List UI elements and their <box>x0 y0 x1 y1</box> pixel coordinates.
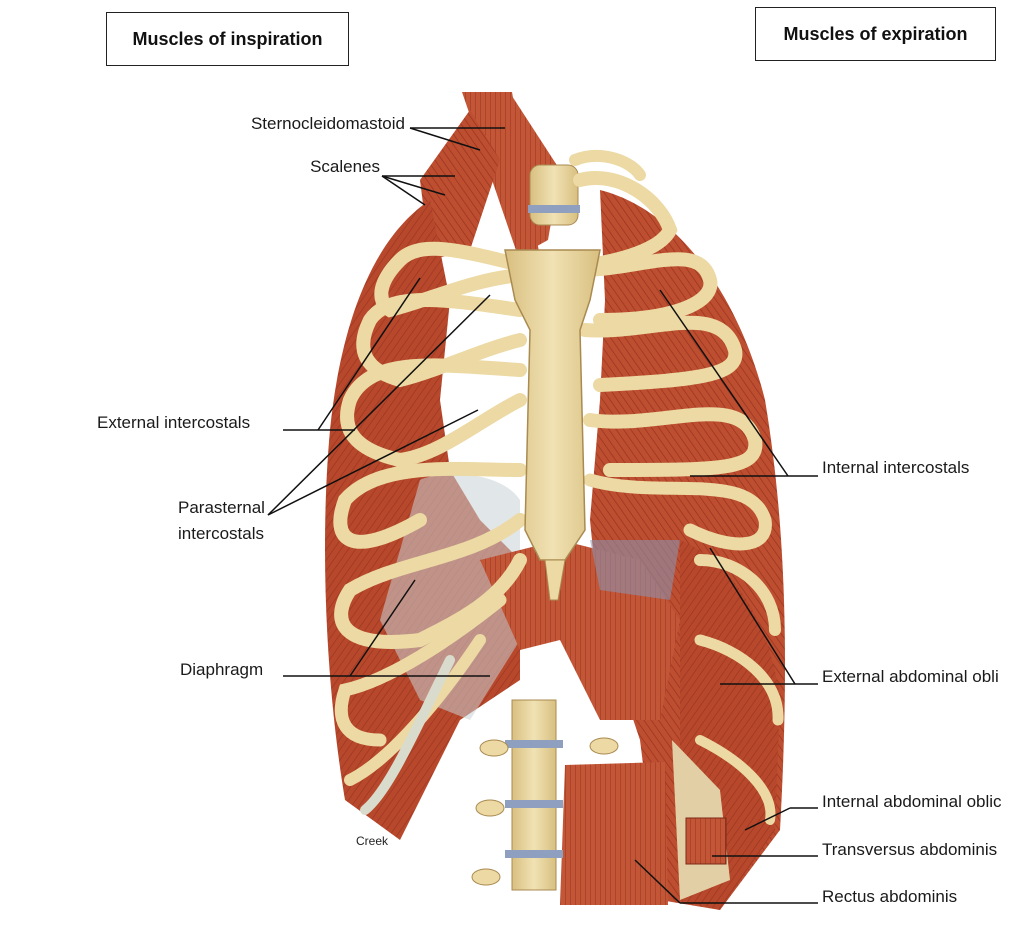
left-ribs <box>333 241 527 815</box>
right-ribs <box>573 171 784 825</box>
sternum <box>504 150 646 601</box>
label-sternocleidomastoid: Sternocleidomastoid <box>250 114 405 133</box>
leader-lines <box>267 127 818 904</box>
illustrator-credit: Creek <box>356 834 389 848</box>
leader-external-oblique-2 <box>709 547 796 685</box>
label-scalenes: Scalenes <box>310 157 380 176</box>
leader-internal-oblique <box>744 807 791 831</box>
leader-internal-intercostals-2 <box>659 289 789 477</box>
label-diaphragm: Diaphragm <box>180 660 264 679</box>
label-parasternal-line2: intercostals <box>178 524 264 543</box>
leader-parasternal-a <box>267 409 479 516</box>
leader-external-intercostals-a <box>317 277 421 431</box>
abdominal-muscles <box>560 740 730 905</box>
leader-scalenes-2 <box>381 175 426 206</box>
label-transversus-abdominis: Transversus abdominis <box>822 840 998 859</box>
label-rectus-abdominis: Rectus abdominis <box>822 887 958 906</box>
label-internal-intercostals: Internal intercostals <box>822 458 970 477</box>
leader-rectus <box>634 859 681 904</box>
spine <box>471 164 619 891</box>
leader-sternocleidomastoid-2 <box>409 127 481 151</box>
leader-diaphragm-2 <box>349 579 416 677</box>
expiration-header: Muscles of expiration <box>755 7 996 61</box>
leader-scalenes-3 <box>381 175 446 196</box>
label-external-intercostals: External intercostals <box>97 413 251 432</box>
label-internal-abdominal-oblique: Internal abdominal oblic <box>822 792 1002 811</box>
inspiration-header: Muscles of inspiration <box>106 12 349 66</box>
label-external-abdominal-oblique: External abdominal obli <box>822 667 999 686</box>
label-parasternal-line1: Parasternal <box>178 498 265 517</box>
leader-parasternal-b <box>267 294 491 516</box>
